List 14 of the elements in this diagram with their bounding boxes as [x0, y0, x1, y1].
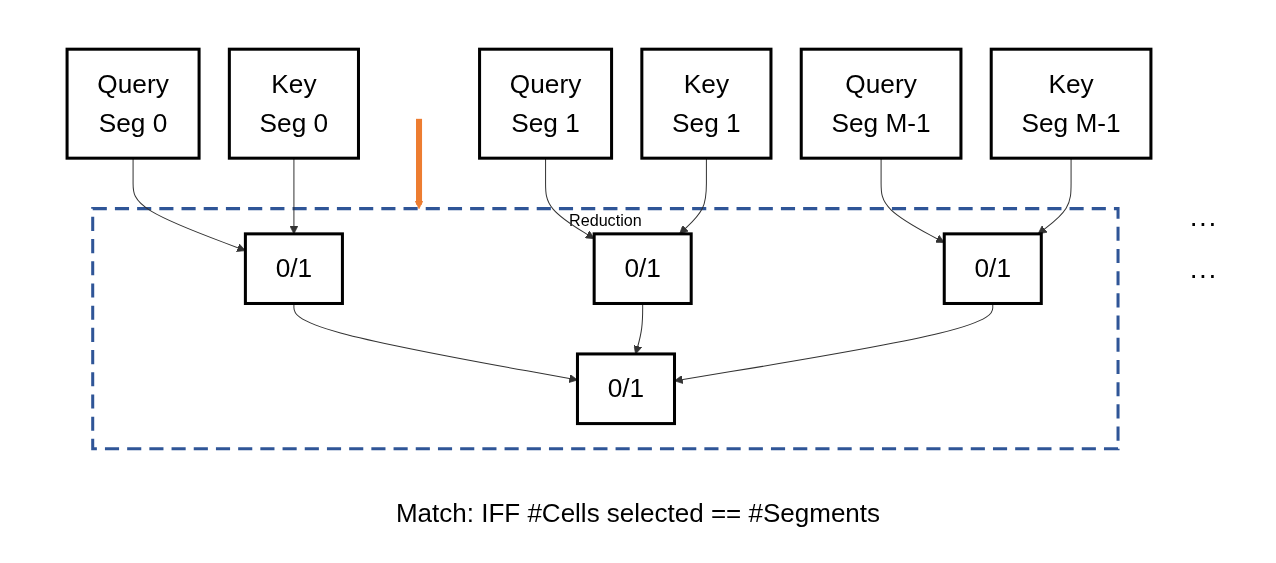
process-box: 0/1: [592, 232, 693, 305]
process-box: 0/1: [942, 232, 1043, 305]
process-box: 0/1: [575, 352, 676, 426]
process-box: Key Seg 0: [227, 47, 360, 160]
process-box: Query Seg M-1: [799, 47, 963, 160]
process-box: 0/1: [243, 232, 344, 305]
caption: Match: IFF #Cells selected == #Segments: [395, 498, 881, 529]
process-box: Query Seg 1: [478, 47, 614, 160]
process-box: Key Seg 1: [640, 47, 773, 160]
arrow: [414, 118, 424, 210]
process-box: Query Seg 0: [65, 47, 201, 160]
ellipsis: ···: [1189, 259, 1217, 291]
ellipsis: ···: [1189, 207, 1217, 239]
process-box: Key Seg M-1: [989, 47, 1153, 160]
